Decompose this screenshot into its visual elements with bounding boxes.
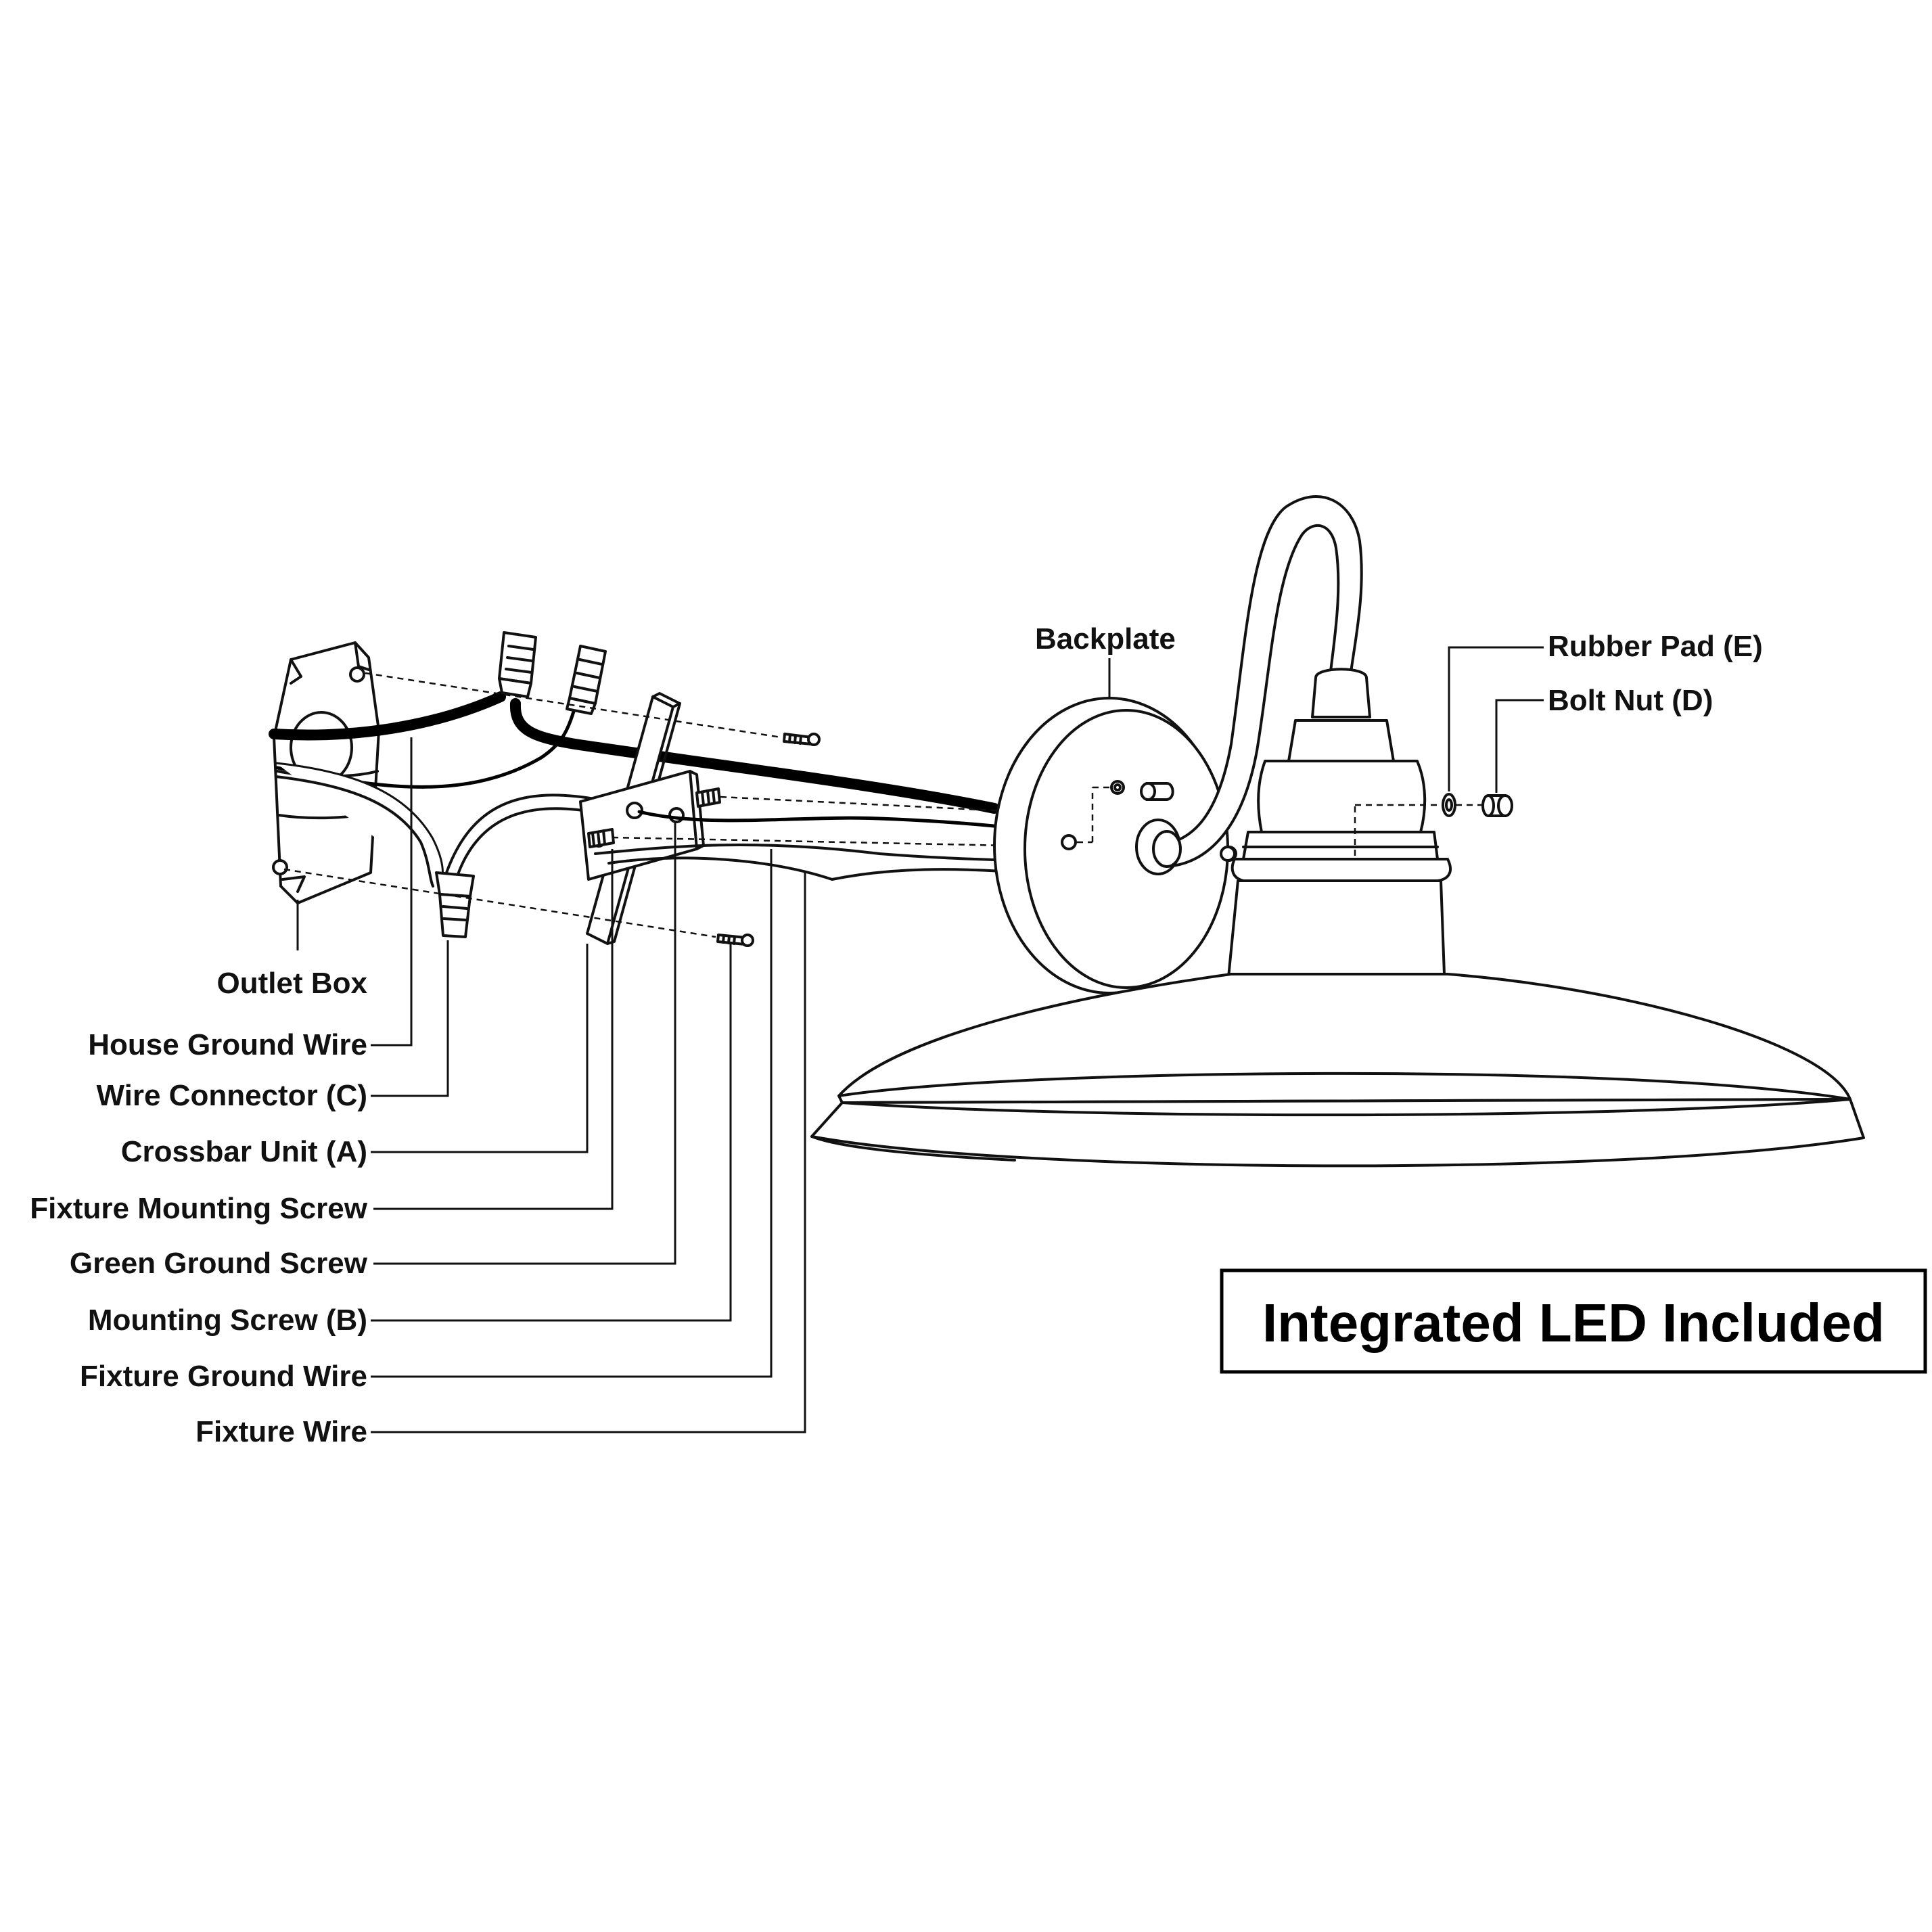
lamp-shade [810,973,1865,1168]
house-wires [269,691,610,888]
fixture-wire-sheath [607,856,1006,881]
label-rubber-pad: Rubber Pad (E) [1548,630,1763,663]
label-backplate: Backplate [1035,622,1176,656]
lamp-socket [1220,668,1452,986]
bolt-nut [1481,794,1513,817]
label-bolt-nut: Bolt Nut (D) [1548,684,1713,717]
bolt-alignment [1354,804,1481,856]
label-outlet-box: Outlet Box [217,967,368,1000]
label-fixture-mounting-screw: Fixture Mounting Screw [30,1192,367,1225]
label-fixture-wire: Fixture Wire [196,1415,367,1448]
wire-connector-bottom [435,871,475,938]
leader-lines [296,646,1544,1433]
label-green-ground-screw: Green Ground Screw [70,1247,368,1280]
fixture-hot-wire [509,698,1000,814]
fixture-mounting-screw-upper [695,787,721,808]
led-notice-text: Integrated LED Included [1262,1293,1885,1353]
label-mounting-screw: Mounting Screw (B) [88,1304,367,1337]
fixture-neutral-wire [637,810,1003,829]
label-crossbar-unit: Crossbar Unit (A) [121,1135,367,1168]
label-house-ground-wire: House Ground Wire [88,1028,367,1061]
rubber-pad [1442,793,1456,817]
wire-connector-top-right [566,645,607,715]
led-notice-box: Integrated LED Included [1220,1268,1927,1374]
mounting-screw-bottom [716,934,754,947]
mounting-screw-top [783,733,821,746]
fixture-mounting-screw [587,828,615,848]
label-wire-connector: Wire Connector (C) [97,1079,368,1112]
backplate [993,697,1237,994]
fixture-ground-wire [594,843,1009,862]
alignment-lines [283,672,1022,938]
label-fixture-ground-wire: Fixture Ground Wire [80,1360,367,1393]
wire-connector-top-left [498,631,537,698]
